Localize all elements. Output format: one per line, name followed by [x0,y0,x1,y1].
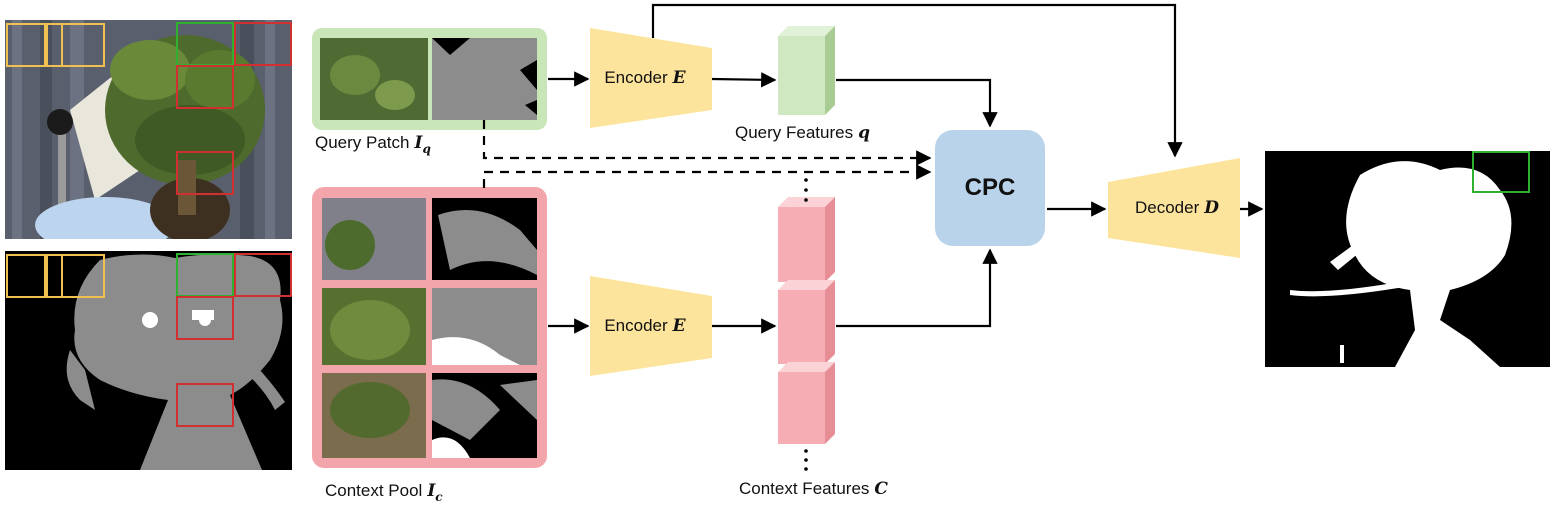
input-trimap [5,251,292,470]
output-matte [1265,151,1550,367]
ellipsis-dots [804,178,808,471]
cpc-module: CPC [935,130,1045,246]
context-feature-blocks [778,197,835,444]
encoder-top-shape [590,28,712,128]
query-patch [312,28,547,130]
arrows [482,3,1264,334]
encoder-bottom-shape [590,276,712,376]
query-feature-block [778,26,835,115]
input-photo [5,20,292,239]
context-pool [312,187,547,468]
decoder-shape [1108,158,1240,258]
